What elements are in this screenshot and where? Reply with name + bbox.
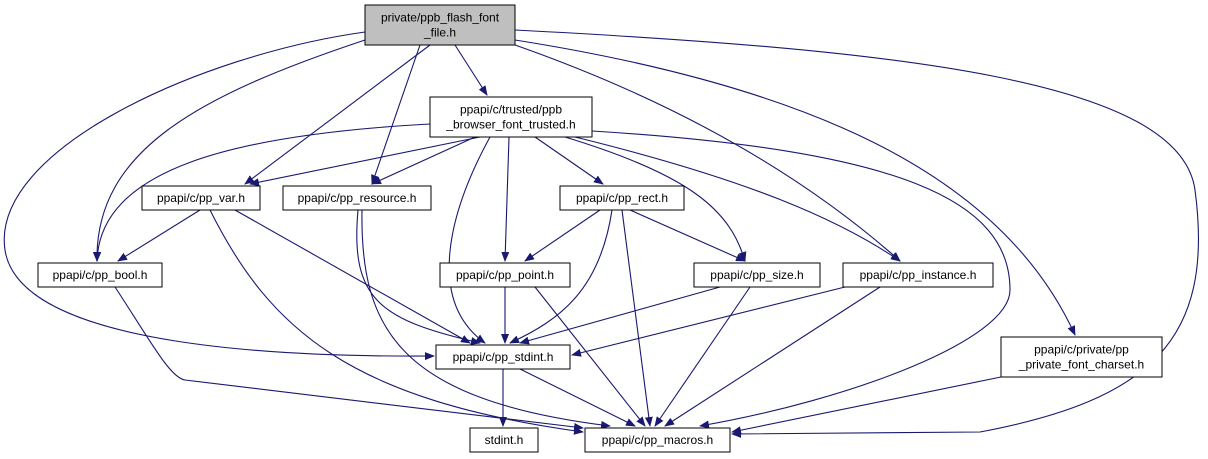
edge-browser-to-var: [249, 136, 481, 187]
node-label: ppapi/c/private/pp: [1034, 343, 1129, 357]
node-label: ppapi/c/pp_point.h: [456, 268, 554, 282]
node-label: private/ppb_flash_font: [381, 11, 500, 25]
edge-browser-to-macros: [591, 130, 1011, 429]
edge-browser-to-resource: [371, 136, 476, 185]
edge-root-to-bool: [92, 39, 366, 262]
node-label: stdint.h: [485, 433, 524, 447]
node-bool[interactable]: ppapi/c/pp_bool.h: [37, 262, 163, 288]
node-root[interactable]: private/ppb_flash_font_file.h: [364, 4, 516, 46]
node-stdint_pp[interactable]: ppapi/c/pp_stdint.h: [435, 344, 571, 370]
node-stdint[interactable]: stdint.h: [469, 427, 539, 453]
edge-resource-to-macros: [361, 209, 611, 429]
edge-rect-to-stdint_pp: [509, 209, 613, 344]
node-box: [693, 262, 821, 288]
edge-stdint_pp-to-macros: [519, 368, 636, 427]
node-label: ppapi/c/pp_macros.h: [602, 433, 713, 447]
node-label: ppapi/c/pp_size.h: [710, 268, 803, 282]
node-box: [584, 427, 731, 453]
edge-bool-to-macros: [114, 286, 584, 431]
nodes-layer: private/ppb_flash_font_file.h ppapi/c/tru…: [37, 4, 1163, 453]
node-browser[interactable]: ppapi/c/trusted/ppb_browser_font_trusted…: [429, 96, 593, 138]
node-label: ppapi/c/trusted/ppb: [460, 103, 562, 117]
edge-point-to-macros: [534, 286, 646, 427]
node-box: [559, 185, 685, 211]
node-label: ppapi/c/pp_bool.h: [53, 268, 148, 282]
edge-rect-to-point: [524, 209, 601, 262]
node-var[interactable]: ppapi/c/pp_var.h: [141, 185, 261, 211]
edge-resource-to-stdint_pp: [356, 209, 481, 345]
node-box: [429, 96, 593, 138]
node-box: [1000, 336, 1163, 378]
node-size[interactable]: ppapi/c/pp_size.h: [693, 262, 821, 288]
node-label: ppapi/c/pp_rect.h: [576, 191, 668, 205]
edge-browser-to-size: [564, 136, 747, 262]
node-label: ppapi/c/pp_var.h: [157, 191, 245, 205]
edge-var-to-stdint_pp: [234, 209, 471, 344]
edge-browser-to-instance: [574, 136, 901, 262]
node-label: _browser_font_trusted.h: [445, 118, 575, 132]
edge-browser-to-point: [501, 136, 510, 262]
node-instance[interactable]: ppapi/c/pp_instance.h: [842, 262, 994, 288]
edge-charset-to-macros: [731, 376, 1002, 435]
node-point[interactable]: ppapi/c/pp_point.h: [439, 262, 571, 288]
edge-var-to-macros: [209, 209, 584, 435]
node-label: ppapi/c/pp_instance.h: [860, 268, 977, 282]
node-box: [364, 4, 516, 46]
edge-root-to-macros: [514, 29, 1199, 438]
edge-root-to-stdint_pp: [3, 31, 435, 361]
edge-root-to-var: [244, 44, 431, 185]
edge-browser-to-rect: [534, 136, 604, 185]
edge-root-to-resource: [371, 44, 421, 185]
node-label: _private_font_charset.h: [1018, 358, 1144, 372]
edge-rect-to-macros: [621, 209, 653, 427]
edge-rect-to-size: [629, 209, 746, 262]
node-label: _file.h: [423, 26, 456, 40]
edge-instance-to-stdint_pp: [571, 286, 846, 357]
edge-root-to-browser: [454, 44, 488, 96]
edge-var-to-bool: [117, 209, 201, 262]
node-macros[interactable]: ppapi/c/pp_macros.h: [584, 427, 731, 453]
node-charset[interactable]: ppapi/c/private/pp_private_font_charset.…: [1000, 336, 1163, 378]
node-box: [842, 262, 994, 288]
edge-browser-to-stdint_pp: [448, 136, 491, 344]
node-rect[interactable]: ppapi/c/pp_rect.h: [559, 185, 685, 211]
node-label: ppapi/c/pp_stdint.h: [453, 350, 554, 364]
node-box: [435, 344, 571, 370]
edges-layer: [3, 29, 1199, 438]
node-box: [469, 427, 539, 453]
node-box: [141, 185, 261, 211]
edge-root-to-charset: [514, 39, 1076, 336]
node-box: [439, 262, 571, 288]
edge-browser-to-bool: [93, 123, 431, 262]
edge-root-to-instance: [514, 44, 901, 262]
node-box: [282, 185, 432, 211]
node-resource[interactable]: ppapi/c/pp_resource.h: [282, 185, 432, 211]
node-box: [37, 262, 163, 288]
edge-size-to-stdint_pp: [519, 286, 721, 345]
node-label: ppapi/c/pp_resource.h: [298, 191, 417, 205]
edge-size-to-macros: [654, 286, 751, 427]
edge-instance-to-macros: [664, 286, 881, 427]
